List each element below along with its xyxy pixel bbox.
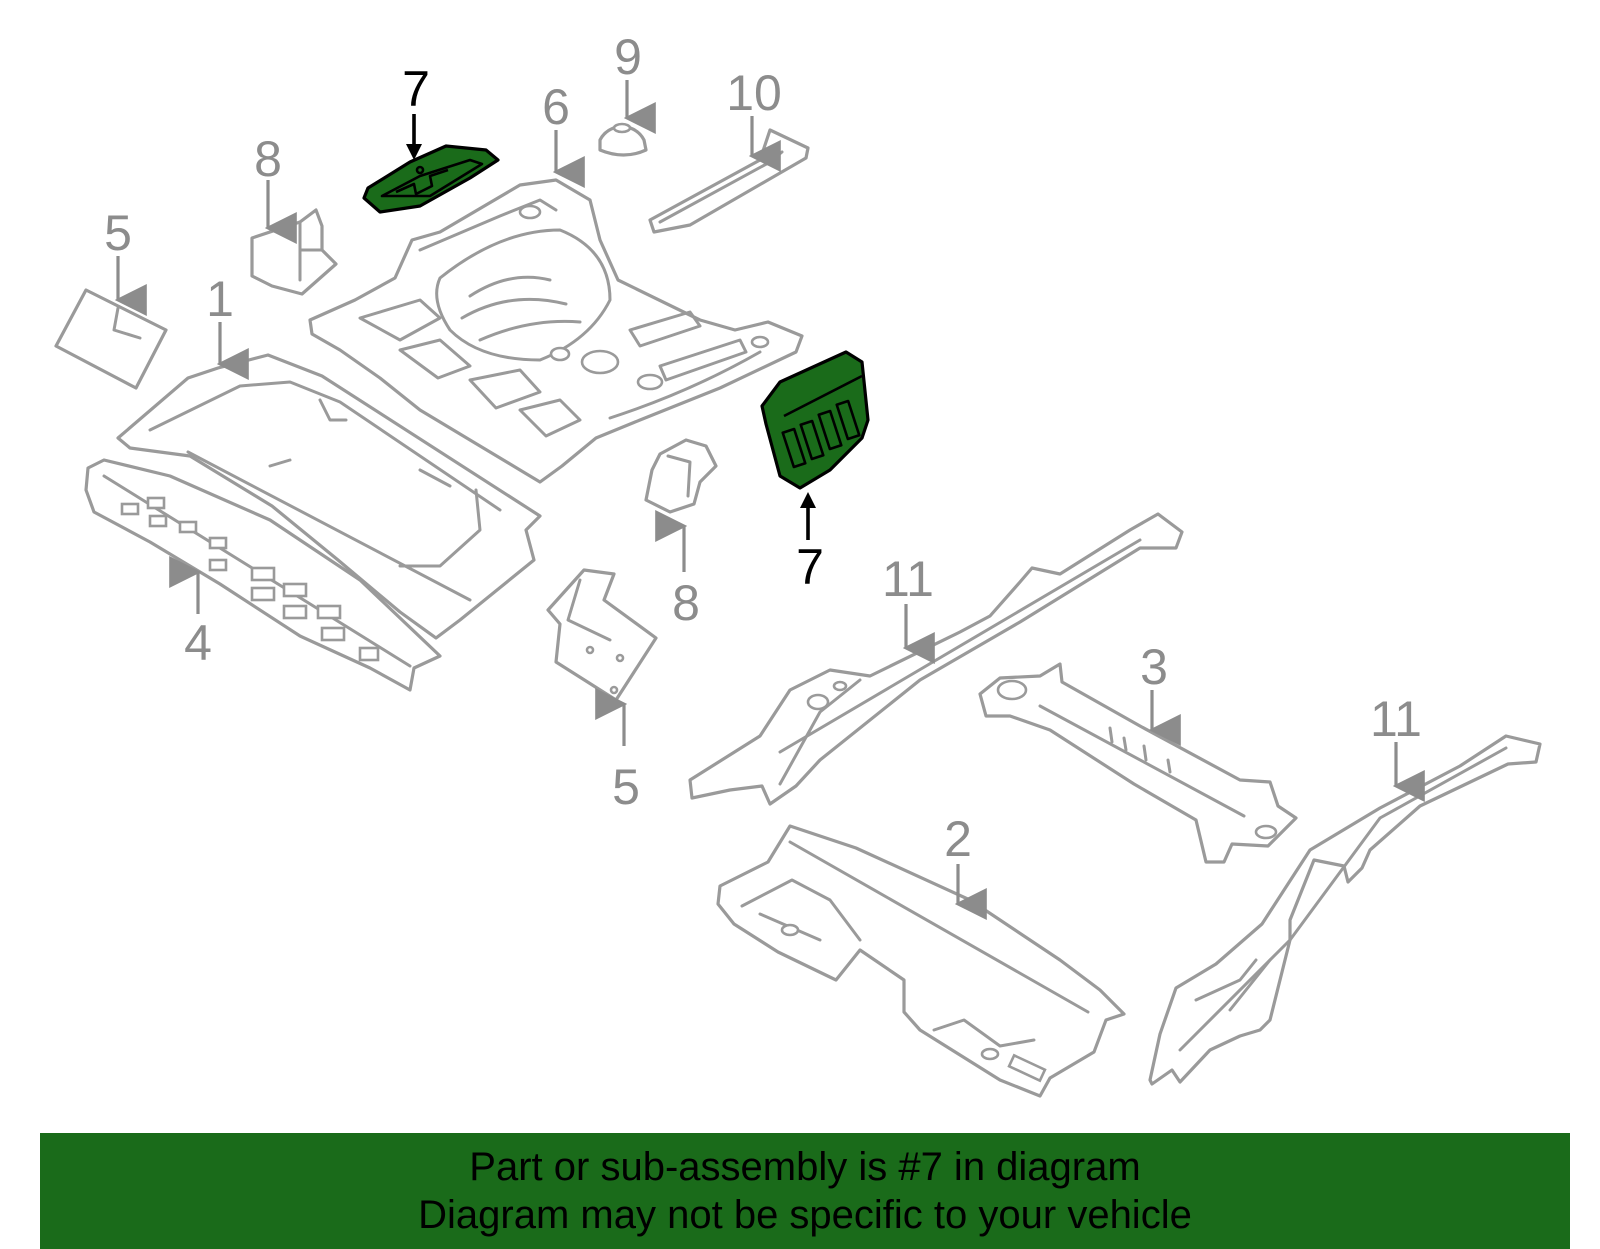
callout-7-upper: 7 [402,61,430,117]
callout-leaders-highlighted [406,114,816,540]
callout-4: 4 [184,615,212,671]
callout-5-left: 5 [104,205,132,261]
part-10-rail [648,128,810,234]
part-7-panel-lower [760,350,870,490]
part-8-bracket-lower [644,438,718,514]
part-5-plate-lower [546,568,658,702]
callout-1: 1 [206,271,234,327]
part-11-side-member-upper [688,512,1184,806]
callout-8-upper: 8 [254,131,282,187]
callout-labels: 7 6 9 10 8 5 1 4 7 8 5 11 3 11 2 [104,29,1422,867]
callout-7-lower: 7 [796,539,824,595]
callout-10: 10 [726,65,782,121]
callout-11-upper: 11 [882,551,934,607]
callout-9: 9 [614,29,642,85]
part-3-cross-member [978,662,1298,864]
callout-2: 2 [944,811,972,867]
callout-6: 6 [542,79,570,135]
part-9-grommet [598,122,648,157]
part-4-cross-member [84,458,442,692]
callout-leaders [114,80,1425,920]
callout-3: 3 [1140,639,1168,695]
part-5-plate-left [54,288,168,390]
info-banner: Part or sub-assembly is #7 in diagram Di… [40,1133,1570,1249]
part-8-bracket-upper [250,208,338,296]
part-11-side-member-lower [1148,734,1542,1086]
part-6-rear-floor-pan [308,178,804,484]
callout-11-lower: 11 [1370,691,1422,747]
callout-8-lower: 8 [672,575,700,631]
banner-line-disclaimer: Diagram may not be specific to your vehi… [418,1193,1192,1237]
part-2-floor-pan [716,824,1126,1098]
callout-5-lower: 5 [612,759,640,815]
banner-line-part: Part or sub-assembly is #7 in diagram [469,1145,1141,1189]
part-7-panel-upper [362,144,500,214]
